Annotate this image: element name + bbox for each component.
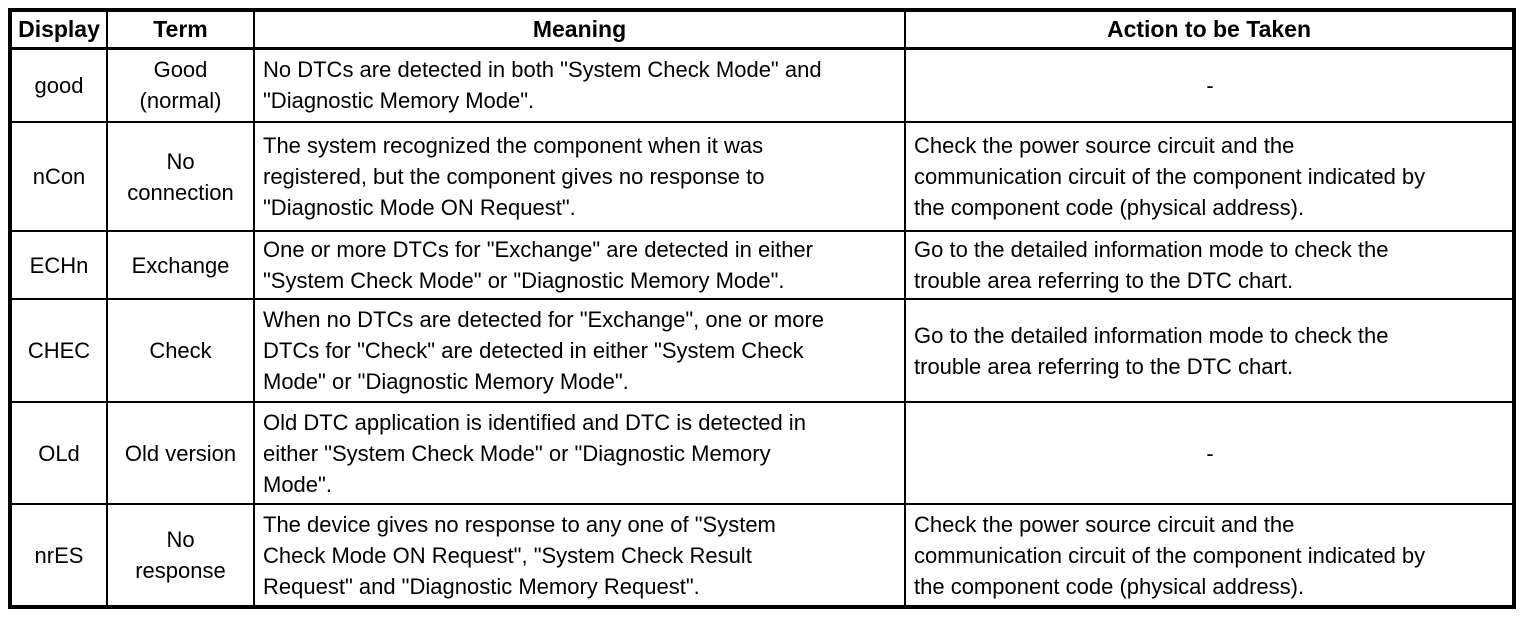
- header-cell-meaning: Meaning: [253, 9, 906, 50]
- term-cell: Old version: [106, 401, 255, 505]
- display-cell: nCon: [9, 121, 108, 232]
- meaning-cell: No DTCs are detected in both "System Che…: [253, 47, 906, 123]
- table-row-ncon: nCon No connection The system recognized…: [9, 121, 1515, 232]
- display-cell: ECHn: [9, 230, 108, 300]
- header-cell-term: Term: [106, 9, 255, 50]
- meaning-cell: One or more DTCs for "Exchange" are dete…: [253, 230, 906, 300]
- header-cell-action: Action to be Taken: [904, 9, 1515, 50]
- table-row-good: good Good (normal) No DTCs are detected …: [9, 47, 1515, 123]
- action-cell: Go to the detailed information mode to c…: [904, 230, 1515, 300]
- display-cell: nrES: [9, 503, 108, 608]
- term-cell: No connection: [106, 121, 255, 232]
- table-row-echn: ECHn Exchange One or more DTCs for "Exch…: [9, 230, 1515, 300]
- meaning-cell: The device gives no response to any one …: [253, 503, 906, 608]
- action-cell: Go to the detailed information mode to c…: [904, 298, 1515, 403]
- term-cell: No response: [106, 503, 255, 608]
- meaning-cell: When no DTCs are detected for "Exchange"…: [253, 298, 906, 403]
- display-cell: OLd: [9, 401, 108, 505]
- dtc-display-code-table: Display Term Meaning Action to be Taken …: [8, 8, 1516, 609]
- term-cell: Good (normal): [106, 47, 255, 123]
- action-cell: -: [904, 47, 1515, 123]
- action-cell: -: [904, 401, 1515, 505]
- display-cell: good: [9, 47, 108, 123]
- table-row-nres: nrES No response The device gives no res…: [9, 503, 1515, 608]
- display-cell: CHEC: [9, 298, 108, 403]
- table-row-old: OLd Old version Old DTC application is i…: [9, 401, 1515, 505]
- meaning-cell: The system recognized the component when…: [253, 121, 906, 232]
- action-cell: Check the power source circuit and the c…: [904, 503, 1515, 608]
- term-cell: Check: [106, 298, 255, 403]
- table-row-chec: CHEC Check When no DTCs are detected for…: [9, 298, 1515, 403]
- table-header-row: Display Term Meaning Action to be Taken: [9, 9, 1515, 50]
- action-cell: Check the power source circuit and the c…: [904, 121, 1515, 232]
- term-cell: Exchange: [106, 230, 255, 300]
- header-cell-display: Display: [9, 9, 108, 50]
- meaning-cell: Old DTC application is identified and DT…: [253, 401, 906, 505]
